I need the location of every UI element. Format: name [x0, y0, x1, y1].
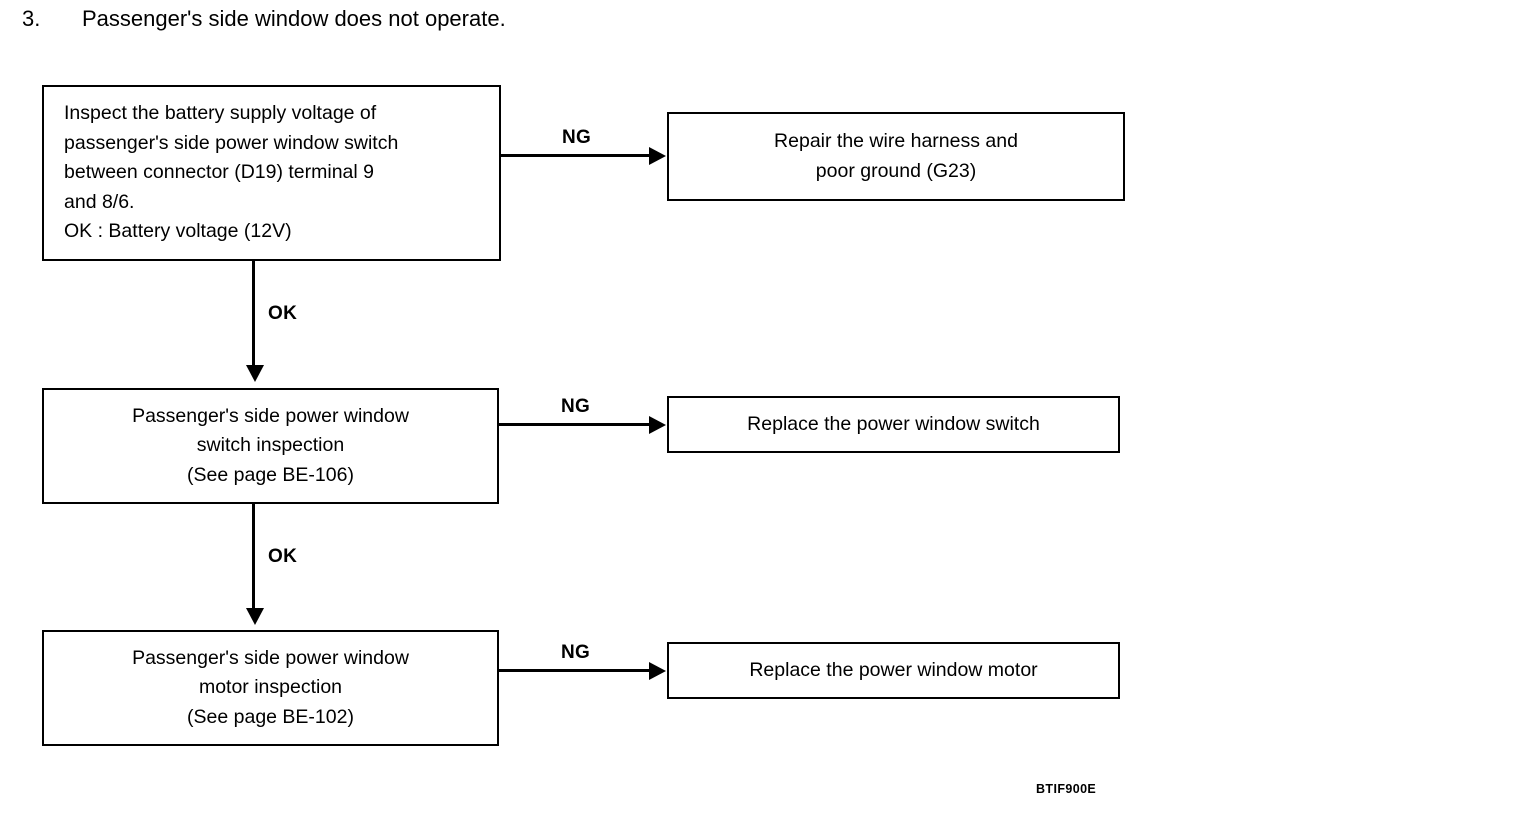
flow-box-switch-inspection: Passenger's side power window switch ins…: [42, 388, 499, 504]
edge-label-ng-1: NG: [562, 127, 592, 148]
page-title-number: 3.: [22, 6, 41, 31]
connector-ng-2-line: [499, 423, 651, 426]
connector-ok-1-line: [252, 261, 255, 371]
edge-label-ng-2: NG: [561, 396, 591, 417]
arrow-right-icon: [649, 662, 666, 680]
flow-box-repair-harness: Repair the wire harness and poor ground …: [667, 112, 1125, 201]
flow-box-line: Passenger's side power window: [132, 404, 409, 427]
edge-label-ng-3: NG: [561, 642, 591, 663]
connector-ng-1-line: [501, 154, 651, 157]
flow-box-line: switch inspection: [196, 434, 345, 457]
flow-box-line: Replace the power window switch: [747, 412, 1040, 435]
figure-code: BTIF900E: [1036, 782, 1097, 796]
flow-box-line: Repair the wire harness and: [774, 130, 1018, 152]
flow-box-line: poor ground (G23): [815, 159, 977, 182]
page-title: 3. Passenger's side window does not oper…: [22, 6, 506, 32]
flow-box-line: motor inspection: [198, 676, 343, 699]
flow-box-motor-inspection: Passenger's side power window motor insp…: [42, 630, 499, 746]
arrow-right-icon: [649, 416, 666, 434]
flow-box-line: passenger's side power window switch: [64, 131, 399, 154]
arrow-down-icon: [246, 608, 264, 625]
flow-box-line: Passenger's side power window: [132, 646, 409, 669]
arrow-down-icon: [246, 365, 264, 382]
flow-box-line: between connector (D19) terminal 9: [64, 161, 374, 184]
flow-box-line: (See page BE-102): [187, 705, 354, 728]
arrow-right-icon: [649, 147, 666, 165]
flow-box-line: OK : Battery voltage (12V): [64, 220, 292, 243]
flow-box-replace-switch: Replace the power window switch: [667, 396, 1120, 453]
flow-box-line: Inspect the battery supply voltage of: [64, 102, 377, 125]
flow-box-line: Replace the power window motor: [749, 658, 1038, 681]
connector-ok-2-line: [252, 504, 255, 614]
edge-label-ok-1: OK: [268, 303, 298, 324]
flow-box-inspect-battery: Inspect the battery supply voltage of pa…: [42, 85, 501, 261]
flow-box-line: (See page BE-106): [187, 463, 354, 486]
page-title-text: Passenger's side window does not operate…: [82, 6, 506, 31]
connector-ng-3-line: [499, 669, 651, 672]
edge-label-ok-2: OK: [268, 546, 298, 567]
flow-box-line: and 8/6.: [64, 190, 135, 213]
flow-box-replace-motor: Replace the power window motor: [667, 642, 1120, 699]
